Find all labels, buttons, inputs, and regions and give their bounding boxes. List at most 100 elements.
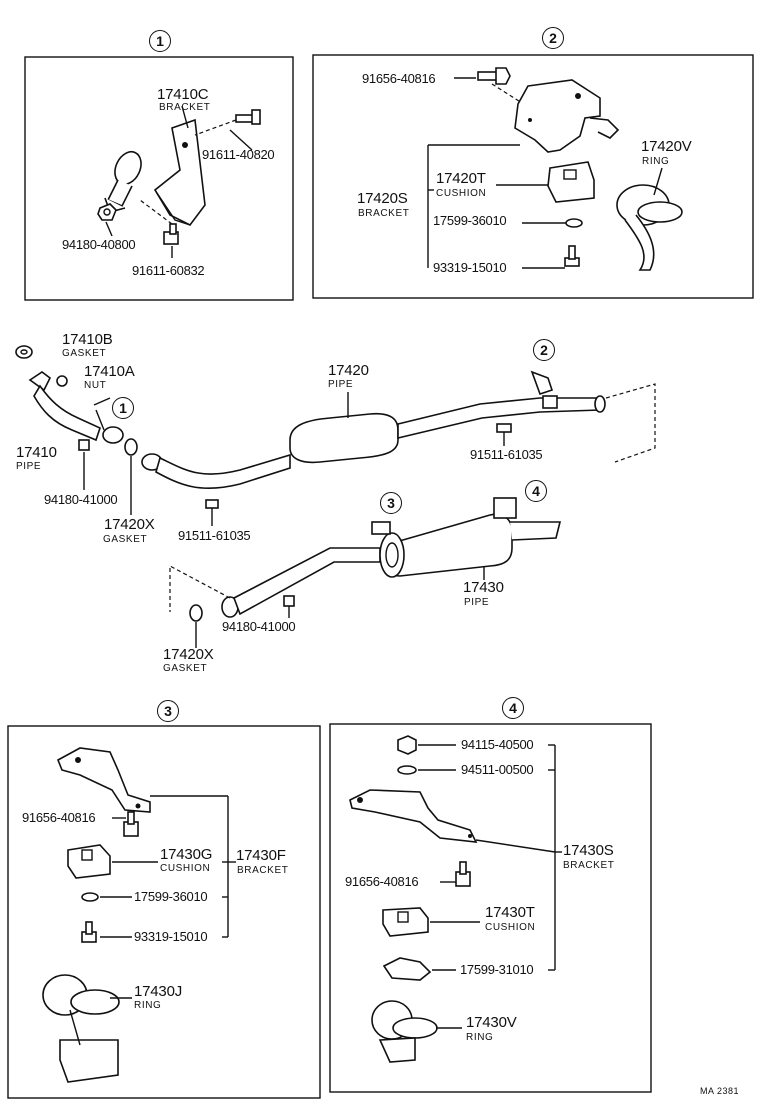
callout-2-marker: 2 bbox=[533, 339, 555, 361]
box4-bracket-desc: BRACKET bbox=[563, 860, 615, 871]
pipe-tail-desc: PIPE bbox=[464, 597, 490, 608]
box3-cushion-pn: 17430G bbox=[160, 846, 213, 863]
box3-screw-pn: 93319-15010 bbox=[134, 929, 208, 944]
nut-front-pn: 94180-41000 bbox=[44, 492, 118, 507]
gasket-x-pn: 17420X bbox=[104, 516, 155, 533]
front-pipe-illustration bbox=[28, 371, 124, 444]
box-4-frame bbox=[329, 723, 652, 1093]
box3-washer-illustration bbox=[81, 892, 99, 902]
box4-ring-illustration bbox=[371, 1000, 438, 1063]
pipe-tail-pn: 17430 bbox=[463, 579, 504, 596]
box1-bolt2-pn: 91611-60832 bbox=[132, 263, 205, 278]
box4-cushion-illustration bbox=[382, 907, 429, 937]
box2-ring-illustration bbox=[616, 184, 683, 271]
box1-clamp-illustration bbox=[104, 150, 142, 213]
box4-bolt-pn: 91656-40816 bbox=[345, 874, 419, 889]
box3-ring-illustration bbox=[42, 974, 120, 1083]
gasket-b-pn: 17410B bbox=[62, 331, 113, 348]
tail-pipe-illustration bbox=[221, 497, 562, 618]
callout-3-marker: 3 bbox=[380, 492, 402, 514]
box4-cushion-pn: 17430T bbox=[485, 904, 535, 921]
gasket-17420x-illustration bbox=[124, 438, 138, 456]
box4-washer-illustration bbox=[397, 765, 417, 775]
bolt-mid-illustration bbox=[205, 499, 219, 509]
box4-nut-illustration bbox=[397, 735, 417, 755]
box-1-frame bbox=[24, 56, 294, 301]
box2-bracket-illustration bbox=[514, 79, 620, 153]
nut-17410a-illustration bbox=[56, 375, 68, 387]
gasket-17410b-illustration bbox=[15, 345, 33, 359]
pipe-center-desc: PIPE bbox=[328, 379, 354, 390]
box1-bolt2-illustration bbox=[163, 223, 179, 245]
box3-bracket-illustration bbox=[56, 747, 151, 813]
box-2-frame bbox=[312, 54, 754, 299]
box1-bracket-illustration bbox=[153, 118, 206, 227]
gasket-b-desc: GASKET bbox=[62, 348, 107, 359]
section-3-marker: 3 bbox=[157, 700, 179, 722]
box1-nut-pn: 94180-40800 bbox=[62, 237, 136, 252]
gasket-x2-desc: GASKET bbox=[163, 663, 208, 674]
box1-nut-illustration bbox=[97, 203, 117, 221]
box3-ring-pn: 17430J bbox=[134, 983, 183, 1000]
box4-washer-pn: 94511-00500 bbox=[461, 762, 534, 777]
gasket-17420x2-illustration bbox=[189, 604, 203, 622]
nut-rear-illustration bbox=[283, 595, 295, 607]
box4-ring-desc: RING bbox=[466, 1032, 494, 1043]
box2-bolt-pn: 91656-40816 bbox=[362, 71, 436, 86]
gasket-x2-pn: 17420X bbox=[163, 646, 214, 663]
nut-a-pn: 17410A bbox=[84, 363, 135, 380]
pipe-front-pn: 17410 bbox=[16, 444, 57, 461]
box3-washer-pn: 17599-36010 bbox=[134, 889, 208, 904]
gasket-x-desc: GASKET bbox=[103, 534, 148, 545]
box4-bracket-illustration bbox=[349, 789, 478, 843]
box3-bolt-illustration bbox=[123, 811, 139, 837]
box3-cushion-illustration bbox=[67, 844, 111, 879]
box3-bracket-desc: BRACKET bbox=[237, 865, 289, 876]
drawing-code: MA 2381 bbox=[700, 1086, 740, 1096]
box1-bracket-pn: 17410C bbox=[157, 86, 209, 103]
box2-ring-pn: 17420V bbox=[641, 138, 692, 155]
box3-screw-illustration bbox=[81, 921, 97, 943]
box2-washer-pn: 17599-36010 bbox=[433, 213, 507, 228]
bolt-mid-pn: 91511-61035 bbox=[178, 528, 251, 543]
box2-ring-desc: RING bbox=[642, 156, 670, 167]
section-1-marker: 1 bbox=[149, 30, 171, 52]
box2-screw-pn: 93319-15010 bbox=[433, 260, 507, 275]
box2-cushion-pn: 17420T bbox=[436, 170, 486, 187]
pipe-front-desc: PIPE bbox=[16, 461, 42, 472]
box2-screw-illustration bbox=[564, 245, 580, 267]
callout-1-marker: 1 bbox=[112, 397, 134, 419]
box2-cushion-desc: CUSHION bbox=[436, 188, 487, 199]
section-4-marker: 4 bbox=[502, 697, 524, 719]
box3-cushion-desc: CUSHION bbox=[160, 863, 211, 874]
box2-bracket-desc: BRACKET bbox=[358, 208, 410, 219]
bolt-right-pn: 91511-61035 bbox=[470, 447, 543, 462]
box4-cushion-desc: CUSHION bbox=[485, 922, 536, 933]
box3-bolt-pn: 91656-40816 bbox=[22, 810, 96, 825]
box4-bolt-illustration bbox=[455, 861, 471, 887]
box3-bracket-pn: 17430F bbox=[236, 847, 286, 864]
bolt-right-illustration bbox=[496, 423, 512, 433]
pipe-center-pn: 17420 bbox=[328, 362, 369, 379]
box1-bolt1-illustration bbox=[235, 109, 261, 125]
box-3-frame bbox=[7, 725, 321, 1099]
box2-bolt-illustration bbox=[477, 67, 511, 85]
box4-nut-pn: 94115-40500 bbox=[461, 737, 534, 752]
box2-washer-illustration bbox=[565, 218, 583, 228]
box1-bolt1-pn: 91611-40820 bbox=[202, 147, 275, 162]
box3-ring-desc: RING bbox=[134, 1000, 162, 1011]
nut-rear-pn: 94180-41000 bbox=[222, 619, 296, 634]
nut-a-desc: NUT bbox=[84, 380, 107, 391]
center-pipe-illustration bbox=[141, 370, 606, 490]
callout-4-marker: 4 bbox=[525, 480, 547, 502]
box4-clip-illustration bbox=[382, 957, 432, 981]
box4-bracket-pn: 17430S bbox=[563, 842, 614, 859]
box2-bracket-pn: 17420S bbox=[357, 190, 408, 207]
section-2-marker: 2 bbox=[542, 27, 564, 49]
box2-cushion-illustration bbox=[547, 161, 595, 203]
box1-bracket-desc: BRACKET bbox=[159, 102, 211, 113]
box4-clip-pn: 17599-31010 bbox=[460, 962, 534, 977]
box4-ring-pn: 17430V bbox=[466, 1014, 517, 1031]
nut-front-illustration bbox=[78, 439, 90, 451]
